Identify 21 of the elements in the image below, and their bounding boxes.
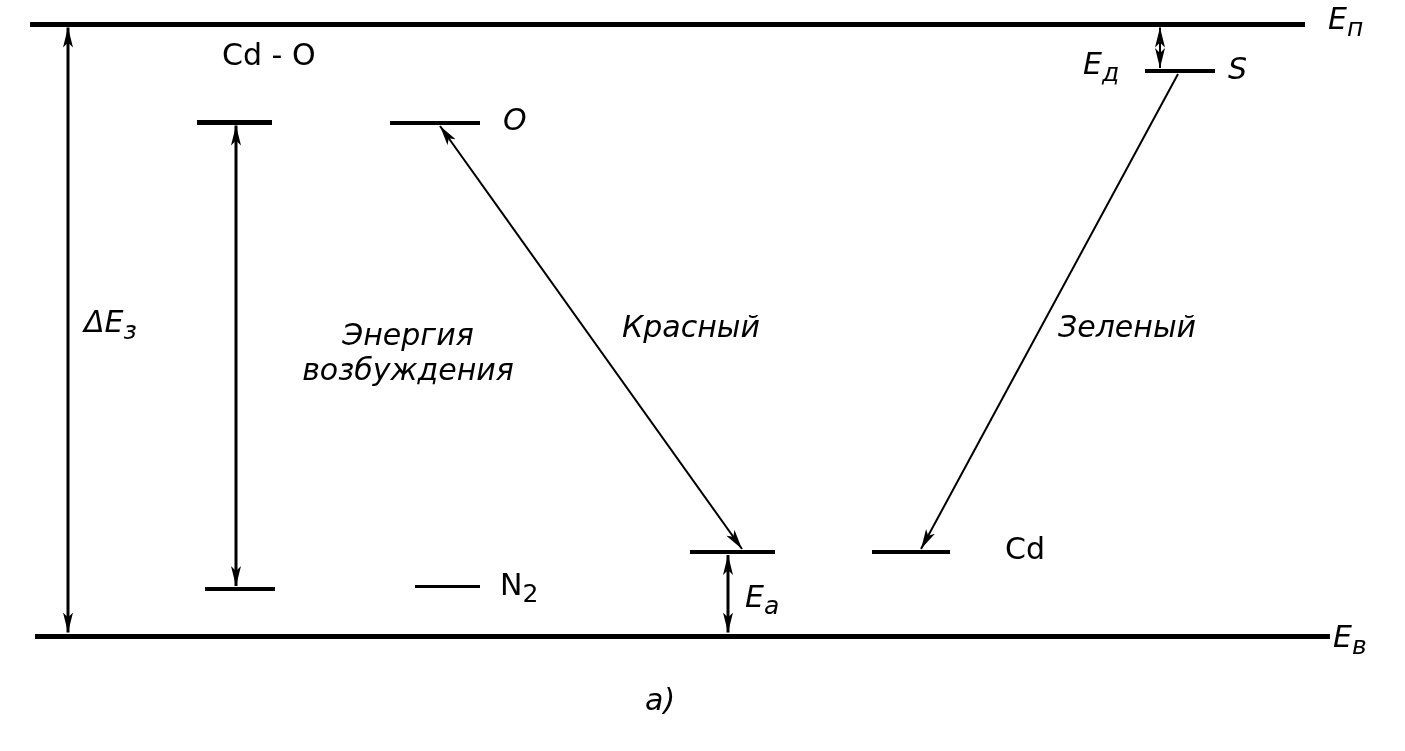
energy-level-line <box>415 584 480 588</box>
edge-label: Зеленый <box>1058 310 1197 345</box>
edge-label: Красный <box>622 310 761 345</box>
arrow <box>439 125 743 550</box>
edge-label: Энергия возбуждения <box>301 318 515 387</box>
level-label: E$_{в}$ <box>1333 620 1367 661</box>
arrow <box>231 125 241 586</box>
level-label: O <box>503 103 527 138</box>
edge-label: ΔE$_{з}$ <box>84 305 137 346</box>
level-label: Cd - O <box>222 38 316 73</box>
arrow <box>723 555 733 633</box>
arrow <box>1155 26 1165 69</box>
level-label: Cd <box>1005 532 1045 567</box>
level-label: E$_{п}$ <box>1328 2 1364 43</box>
arrow <box>63 27 73 633</box>
caption: a) <box>645 683 676 718</box>
edge-label: E$_{a}$ <box>745 580 780 621</box>
edge-label: E$_{д}$ <box>1083 47 1120 88</box>
level-label: S <box>1228 52 1248 87</box>
arrow <box>920 73 1179 550</box>
level-label: N$_{2}$ <box>500 568 539 609</box>
